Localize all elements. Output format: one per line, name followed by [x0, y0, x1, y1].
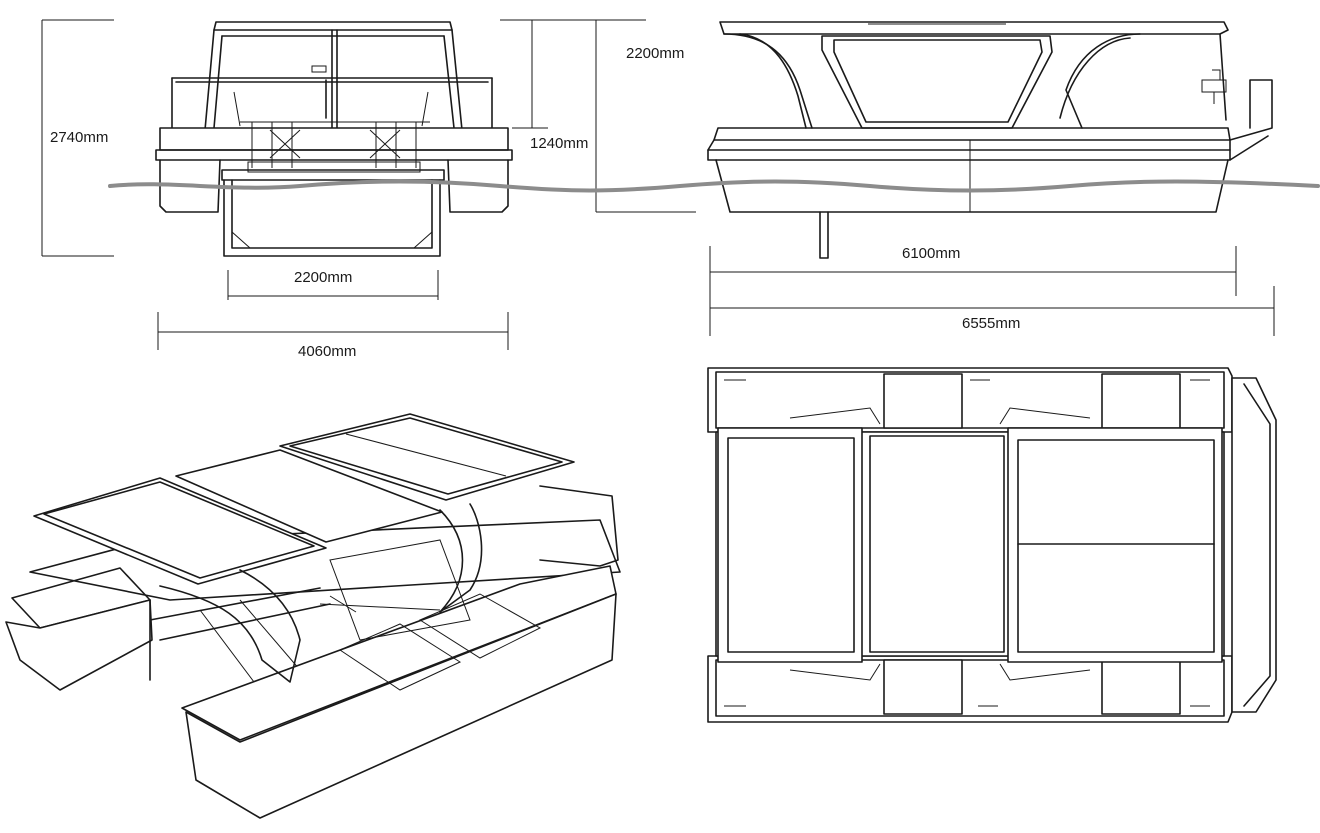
- water-line: [108, 179, 1320, 193]
- label-side-total-length: 6555mm: [962, 315, 1020, 332]
- label-side-height: 2200mm: [626, 45, 684, 62]
- perspective-view: [5, 413, 621, 819]
- label-front-total-width: 4060mm: [298, 343, 356, 360]
- side-view: [595, 20, 1275, 336]
- top-view: [707, 367, 1277, 723]
- label-front-total-height: 2740mm: [50, 129, 108, 146]
- label-side-hull-length: 6100mm: [902, 245, 960, 262]
- label-front-above-water-height: 1240mm: [530, 135, 588, 152]
- label-front-inner-width: 2200mm: [294, 269, 352, 286]
- front-view: [41, 19, 646, 350]
